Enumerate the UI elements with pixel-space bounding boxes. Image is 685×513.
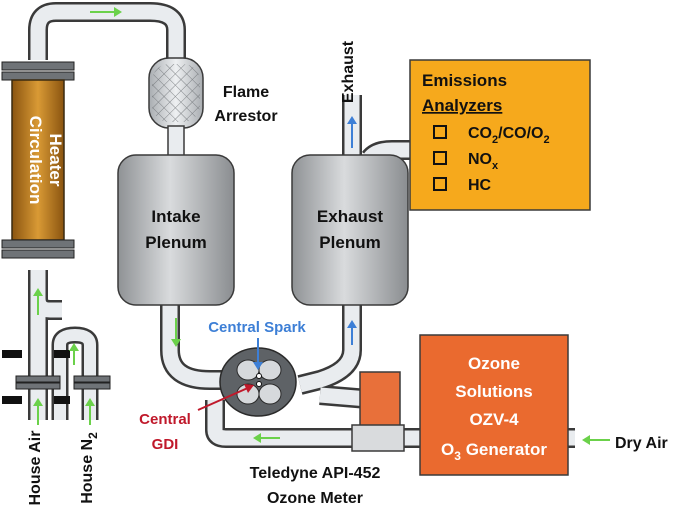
- ozone-meter-label-2: Ozone Meter: [267, 490, 363, 507]
- house-air-label: House Air: [27, 431, 44, 506]
- green-arrow-icon: [69, 343, 79, 365]
- checkbox-icon: [433, 151, 447, 165]
- central-gdi-arrow: [197, 384, 254, 411]
- central-gdi-label-1: Central: [139, 411, 191, 428]
- blue-arrow-icon: [347, 320, 357, 345]
- emissions-analyzers-title-2: Analyzers: [422, 96, 502, 115]
- green-arrow-icon: [33, 398, 43, 425]
- central-spark-point: [256, 373, 262, 379]
- green-arrow-icon: [171, 318, 181, 347]
- central-gdi-point: [256, 381, 262, 387]
- ozone-meter-label-1: Teledyne API-452: [250, 465, 381, 482]
- circulation-heater: Circulation Heater: [1, 61, 75, 259]
- dry-air-arrow: [582, 435, 610, 445]
- ozone-generator-line-4: O3 Generator: [441, 440, 547, 463]
- emissions-analyzers-title-1: Emissions: [422, 71, 507, 90]
- central-spark-label: Central Spark: [208, 319, 306, 336]
- exhaust-plenum: Exhaust Plenum: [291, 154, 409, 306]
- circulation-heater-label-2: Heater: [46, 134, 65, 187]
- analyzer-item: CO2/CO/O2: [468, 125, 550, 146]
- checkbox-icon: [433, 177, 447, 191]
- flame-arrestor: [148, 57, 204, 161]
- green-arrow-icon: [33, 288, 43, 315]
- dry-air-label: Dry Air: [615, 435, 668, 452]
- intake-plenum-label-2: Plenum: [145, 233, 206, 252]
- ozone-generator-box: Ozone Solutions OZV-4 O3 Generator: [419, 334, 569, 476]
- exhaust-plenum-label-1: Exhaust: [317, 207, 383, 226]
- ozone-meter: [351, 371, 405, 452]
- engine-head: [219, 347, 297, 417]
- green-arrow-icon: [85, 398, 95, 425]
- house-n2-label: House N2: [79, 432, 100, 504]
- green-arrow-icon: [90, 7, 122, 17]
- ozone-generator-line-3: OZV-4: [469, 410, 519, 429]
- emissions-analyzers-box: Emissions Analyzers CO2/CO/O2 NOx HC: [409, 59, 591, 211]
- ozone-generator-line-1: Ozone: [468, 354, 520, 373]
- central-gdi-label-2: GDI: [152, 436, 179, 453]
- exhaust-plenum-label-2: Plenum: [319, 233, 380, 252]
- flow-arrows: [33, 7, 357, 443]
- exhaust-outlet-label: Exhaust: [340, 40, 357, 103]
- green-arrow-icon: [253, 433, 280, 443]
- ozone-generator-line-2: Solutions: [455, 382, 532, 401]
- analyzer-item: NOx: [468, 151, 499, 172]
- central-spark-arrow: [253, 338, 263, 370]
- circulation-heater-label-1: Circulation: [26, 116, 45, 205]
- blue-arrow-icon: [347, 116, 357, 148]
- intake-plenum-label-1: Intake: [151, 207, 200, 226]
- inlet-valves: [2, 350, 111, 404]
- intake-plenum: Intake Plenum: [117, 154, 235, 306]
- flame-arrestor-label-1: Flame: [223, 84, 269, 101]
- checkbox-icon: [433, 125, 447, 139]
- flame-arrestor-label-2: Arrestor: [214, 108, 277, 125]
- analyzer-checklist: CO2/CO/O2 NOx HC: [433, 125, 550, 194]
- analyzer-item: HC: [468, 177, 492, 194]
